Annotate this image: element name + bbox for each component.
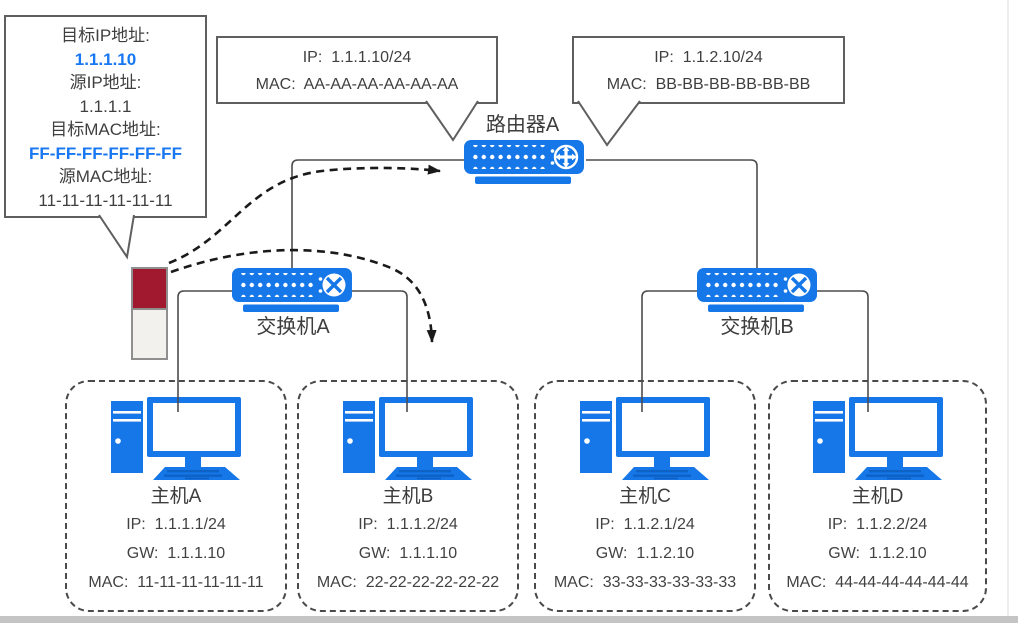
src-ip-value: 1.1.1.1 [79, 96, 132, 116]
switch-a-label: 交换机A [256, 316, 330, 338]
host-a-name: 主机A [150, 486, 202, 507]
switch-b-icon [696, 267, 818, 314]
computer-icon [341, 395, 475, 483]
if1-ip: IP: 1.1.1.10/24 [302, 49, 412, 66]
wire-switch-a-to-router [291, 159, 464, 270]
host-a-ip: IP: 1.1.1.1/24 [126, 516, 226, 533]
host-a-gw: GW: 1.1.1.10 [126, 545, 226, 562]
host-d-name: 主机D [851, 486, 904, 507]
packet-header-part [133, 269, 166, 310]
router-interface-callout-right: IP: 1.1.2.10/24 MAC: BB-BB-BB-BB-BB-BB [572, 36, 845, 104]
router-interface-callout-left: IP: 1.1.1.10/24 MAC: AA-AA-AA-AA-AA-AA [216, 36, 498, 104]
host-d-mac: MAC: 44-44-44-44-44-44 [786, 574, 969, 591]
computer-icon [578, 395, 712, 483]
router-a-label: 路由器A [485, 114, 560, 136]
host-c-mac: MAC: 33-33-33-33-33-33 [553, 574, 737, 591]
host-d-ip: IP: 1.1.2.2/24 [827, 516, 928, 533]
host-b-gw: GW: 1.1.1.10 [358, 545, 458, 562]
host-c-gw: GW: 1.1.2.10 [595, 545, 695, 562]
bottom-page-edge [0, 616, 1018, 623]
router-a-icon [463, 139, 585, 186]
host-b-box: 主机B IP: 1.1.1.2/24 GW: 1.1.1.10 MAC: 22-… [297, 380, 519, 612]
dst-mac-label: 目标MAC地址: [50, 120, 161, 139]
host-a-box: 主机A IP: 1.1.1.1/24 GW: 1.1.1.10 MAC: 11-… [65, 380, 287, 612]
dst-ip-value: 1.1.1.10 [74, 49, 137, 69]
host-b-ip: IP: 1.1.1.2/24 [358, 516, 458, 533]
dst-mac-value: FF-FF-FF-FF-FF-FF [29, 143, 182, 163]
dst-ip-label: 目标IP地址: [61, 26, 150, 45]
host-b-name: 主机B [382, 486, 434, 507]
src-mac-value: 11-11-11-11-11-11 [38, 190, 173, 210]
host-d-box: 主机D IP: 1.1.2.2/24 GW: 1.1.2.10 MAC: 44-… [768, 380, 987, 612]
host-c-ip: IP: 1.1.2.1/24 [595, 516, 695, 533]
packet-callout-tail [98, 214, 135, 260]
if2-mac: MAC: BB-BB-BB-BB-BB-BB [606, 76, 811, 93]
computer-icon [811, 395, 945, 483]
wire-router-to-switch-b [586, 159, 758, 270]
switch-a-icon [231, 267, 353, 314]
if2-ip: IP: 1.1.2.10/24 [654, 49, 763, 66]
right-page-edge [1007, 0, 1009, 616]
computer-icon [109, 395, 243, 483]
host-c-box: 主机C IP: 1.1.2.1/24 GW: 1.1.2.10 MAC: 33-… [534, 380, 756, 612]
host-a-mac: MAC: 11-11-11-11-11-11 [88, 574, 264, 591]
src-ip-label: 源IP地址: [69, 73, 142, 92]
packet-header-callout: 目标IP地址: 1.1.1.10 源IP地址: 1.1.1.1 目标MAC地址:… [4, 15, 207, 218]
if1-mac: MAC: AA-AA-AA-AA-AA-AA [255, 76, 459, 93]
packet-icon [131, 267, 168, 360]
host-b-mac: MAC: 22-22-22-22-22-22 [316, 574, 500, 591]
host-c-name: 主机C [619, 486, 671, 507]
switch-b-label: 交换机B [720, 316, 794, 338]
broadcast-arrow-to-router [168, 164, 441, 265]
src-mac-label: 源MAC地址: [58, 167, 153, 186]
host-d-gw: GW: 1.1.2.10 [828, 545, 927, 562]
